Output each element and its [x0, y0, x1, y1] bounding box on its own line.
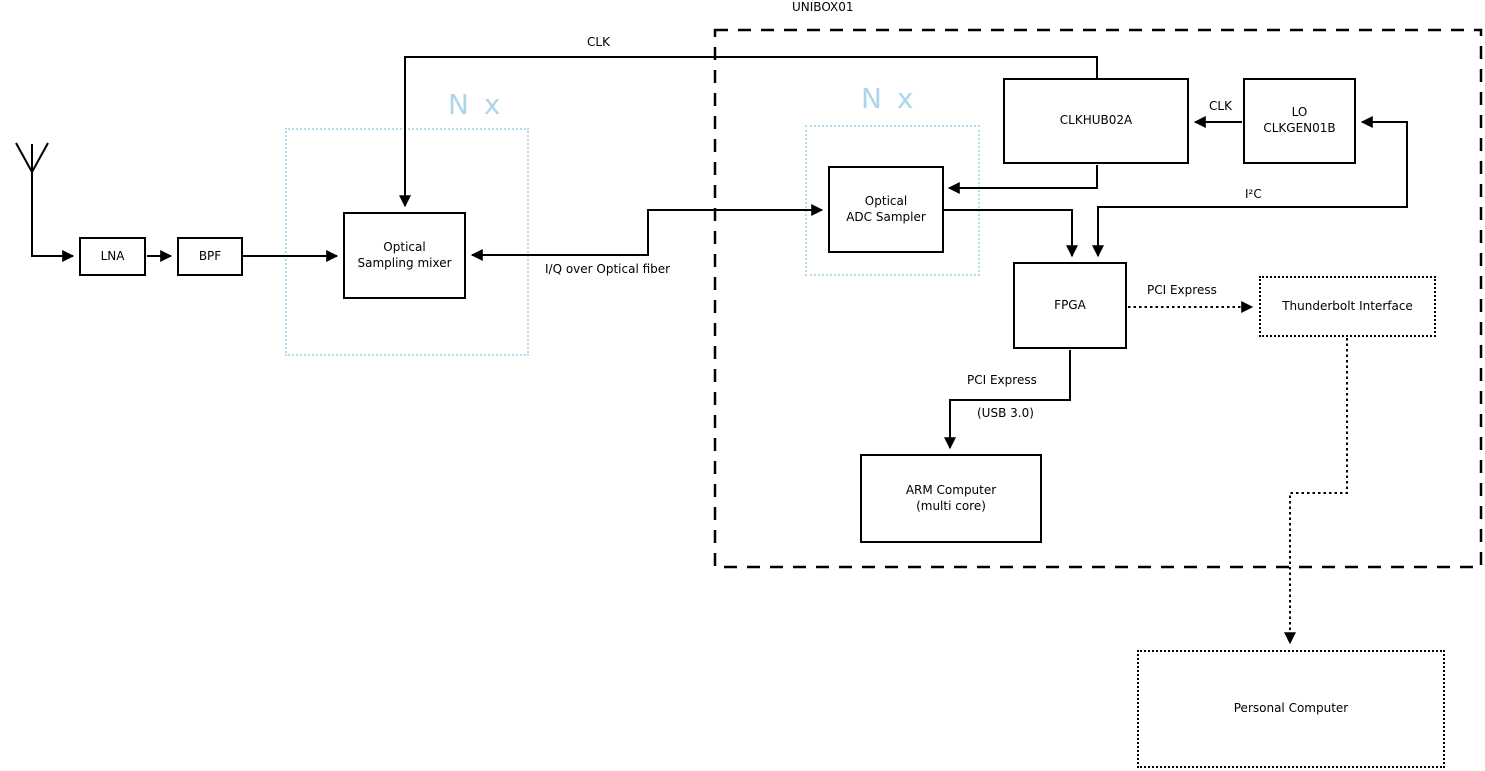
antenna-to-lna-line: [31, 172, 75, 262]
lo-label-line1: LO: [1291, 105, 1308, 120]
nx-group-right: [805, 125, 980, 276]
clkhub02a-block: CLKHUB02A: [1003, 78, 1189, 164]
usb-label: (USB 3.0): [977, 406, 1034, 420]
fpga-block: FPGA: [1013, 262, 1127, 349]
i2c-line: [1092, 116, 1408, 258]
fpga-label: FPGA: [1054, 297, 1086, 312]
arm-label-line2: (multi core): [916, 498, 986, 513]
i2c-label: I²C: [1245, 187, 1262, 201]
optical-sampling-mixer-block: Optical Sampling mixer: [343, 212, 466, 299]
personal-computer-block: Personal Computer: [1137, 650, 1445, 768]
adc-label-line2: ADC Sampler: [846, 209, 926, 224]
fpga-to-arm-line: [944, 350, 1071, 450]
pc-label: Personal Computer: [1233, 701, 1349, 716]
unibox01-dashed-border: [713, 28, 1483, 569]
bpf-block: BPF: [177, 237, 243, 276]
thunderbolt-label: Thunderbolt Interface: [1282, 298, 1413, 313]
arm-label-line1: ARM Computer: [905, 482, 997, 497]
arm-computer-block: ARM Computer (multi core): [860, 454, 1042, 543]
thunderbolt-to-pc-line: [1284, 338, 1348, 645]
clk-top-label: CLK: [587, 35, 610, 49]
unibox01-title: UNIBOX01: [792, 0, 854, 14]
lo-clkgen01b-block: LO CLKGEN01B: [1243, 78, 1356, 164]
lna-label: LNA: [100, 248, 125, 263]
optical-adc-sampler-block: Optical ADC Sampler: [828, 166, 944, 253]
clk-lo-label: CLK: [1209, 99, 1232, 113]
clkhub02a-label: CLKHUB02A: [1059, 113, 1133, 128]
clkhub-to-adc-line: [947, 165, 1098, 194]
thunderbolt-interface-block: Thunderbolt Interface: [1259, 276, 1436, 337]
lo-label-line2: CLKGEN01B: [1263, 121, 1336, 135]
clk-to-mixer-line: [399, 56, 1098, 208]
mixer-label-line1: Optical: [383, 239, 426, 254]
mixer-label-line2: Sampling mixer: [357, 255, 452, 270]
iq-fiber-line: [470, 204, 824, 261]
nx-label-left: N x: [448, 88, 504, 121]
iq-fiber-label: I/Q over Optical fiber: [545, 262, 671, 276]
nx-label-right: N x: [861, 82, 917, 115]
pcie-arm-label: PCI Express: [967, 373, 1037, 387]
adc-to-fpga-line: [944, 209, 1078, 258]
adc-label-line1: Optical: [864, 193, 908, 208]
antenna-icon: [15, 142, 49, 173]
bpf-label: BPF: [198, 248, 222, 263]
lna-block: LNA: [79, 237, 146, 276]
pcie-thunderbolt-label: PCI Express: [1147, 283, 1217, 297]
